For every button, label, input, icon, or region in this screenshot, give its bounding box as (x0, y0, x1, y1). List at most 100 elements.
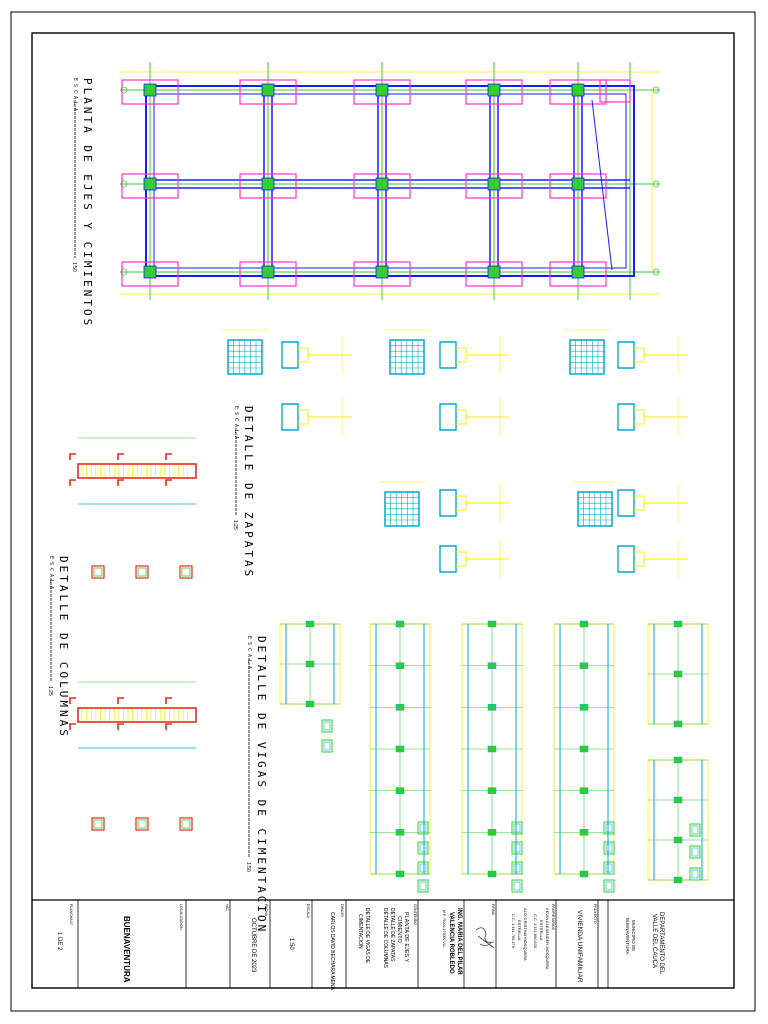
footing-section-detail (439, 336, 510, 374)
beam-cross-section (417, 879, 429, 893)
propietarios-line1: KEVIN ALEXANDER MOSQUERA (545, 908, 550, 970)
plan-scale-value: 1:50 (71, 262, 77, 272)
rebar-hook (165, 453, 172, 460)
beam-section-outline (689, 867, 701, 881)
signature-mark (475, 927, 495, 949)
rebar-hook (69, 697, 76, 704)
plancha-value: 1 DE 2 (56, 932, 62, 951)
column-stirrup (181, 567, 191, 577)
footing-plan-detail (564, 329, 610, 375)
beam-outline (145, 85, 635, 277)
title-block: PLANCHA N° 1 DE 2 LOCALIZACION BUENAVENT… (56, 900, 664, 991)
column-section (143, 265, 157, 279)
column-details (69, 437, 197, 831)
beam-section-outline (689, 823, 701, 837)
plan-title: PLANTA DE EJES Y CIMIENTOS (81, 78, 94, 328)
plan-slanted-beam (591, 99, 613, 271)
grid-axis-bubble (120, 180, 128, 188)
rebar-hook (69, 453, 76, 460)
footing-outline (549, 261, 607, 287)
ingeniero-line1: ING. MARIA DEL PILAR (456, 908, 462, 975)
footing-plan-detail (379, 481, 425, 527)
vigas-title-group: DETALLE DE VIGAS DE CIMENTACION ESCALA 1… (245, 636, 268, 934)
beam-section-detail (553, 620, 615, 878)
vac-label: VAC (225, 904, 229, 911)
beam-section-outline (417, 861, 429, 875)
plancha-label: PLANCHA N° (69, 904, 73, 926)
contenido-line4: DETALLE DE COLUMNAS (382, 908, 388, 969)
footing-section-outline (281, 403, 299, 431)
firma-label: FIRMA (491, 904, 495, 916)
contenido-line2: CIMIENTO (396, 916, 402, 944)
plan-columns (143, 83, 585, 279)
column-section (571, 265, 585, 279)
proyecto-value: VIVIENDA UNIFAMILIAR (576, 910, 583, 983)
footing-outline (239, 79, 297, 105)
beam-section-outline (321, 739, 333, 753)
beam-section-outline (511, 861, 523, 875)
beam-section-outline (511, 879, 523, 893)
footing-section-outline (617, 489, 635, 517)
beam-section-outline (511, 841, 523, 855)
beam-section-stirrup (323, 741, 331, 751)
beam-cross-section (321, 719, 333, 733)
footing-section-outline (439, 341, 457, 369)
column-cross-section (91, 817, 105, 831)
footing-section-detail (439, 398, 510, 436)
beam-cross-section (511, 861, 523, 875)
municipio-line2: BUENAVENTURA (625, 918, 630, 955)
footing-section-detail (281, 336, 352, 374)
column-section (487, 265, 501, 279)
column-section (261, 265, 275, 279)
pedestal-outline (634, 551, 645, 567)
pedestal-outline (456, 551, 467, 567)
beam-section-stirrup (605, 823, 613, 833)
columnas-scale-value: 1:25 (47, 686, 53, 696)
footing-section-outline (439, 403, 457, 431)
beam-section-detail (279, 620, 341, 708)
contenido-label: CONTENIDO (413, 904, 417, 925)
localizacion-value: BUENAVENTURA (122, 916, 131, 983)
beam-cross-section (689, 823, 701, 837)
columnas-scale-label: ESCALA (48, 556, 54, 592)
pedestal-outline (456, 495, 467, 511)
beam-section-stirrup (513, 823, 521, 833)
beam-section-stirrup (419, 823, 427, 833)
column-stirrup (137, 567, 147, 577)
detalle-vigas-line2: CIMENTACION (357, 914, 363, 949)
rebar-hook (165, 697, 172, 704)
column-cross-section (179, 817, 193, 831)
grid-axis-bubble (652, 86, 660, 94)
ingeniero-line3: M.P. 76202-173000 VLL (442, 910, 446, 948)
beam-section-stirrup (419, 863, 427, 873)
column-section (487, 177, 501, 191)
pedestal-outline (456, 347, 467, 363)
footing-outline (353, 173, 411, 199)
column-section (375, 177, 389, 191)
footing-outline (549, 173, 607, 199)
beam-section-stirrup (513, 863, 521, 873)
column-stirrup (93, 819, 103, 829)
footing-outline (465, 261, 523, 287)
beam-section-detail (369, 620, 431, 878)
column-section (261, 177, 275, 191)
propietarios-line6: C.C. 1.111.799.476 (511, 914, 516, 949)
footing-outline (549, 79, 607, 105)
rebar-hook (117, 697, 124, 704)
beam-section-stirrup (605, 843, 613, 853)
beam-cross-section (603, 879, 615, 893)
beam-cross-section (511, 821, 523, 835)
propietarios-line2: ESTRELLA (539, 920, 544, 941)
rebar-hook (117, 479, 124, 486)
beam-section-outline (417, 879, 429, 893)
beam-cross-section (511, 879, 523, 893)
column-section-outline (135, 817, 149, 831)
footing-section-detail (281, 398, 352, 436)
entidad-line1: DEPARTAMENTO DEL (658, 912, 664, 975)
footing-plan-detail (572, 481, 618, 527)
proyecto-label: PROYECTO (593, 904, 597, 924)
beam-cross-section (603, 821, 615, 835)
grid-axis-bubble (652, 268, 660, 276)
beam-section-stirrup (513, 881, 521, 891)
